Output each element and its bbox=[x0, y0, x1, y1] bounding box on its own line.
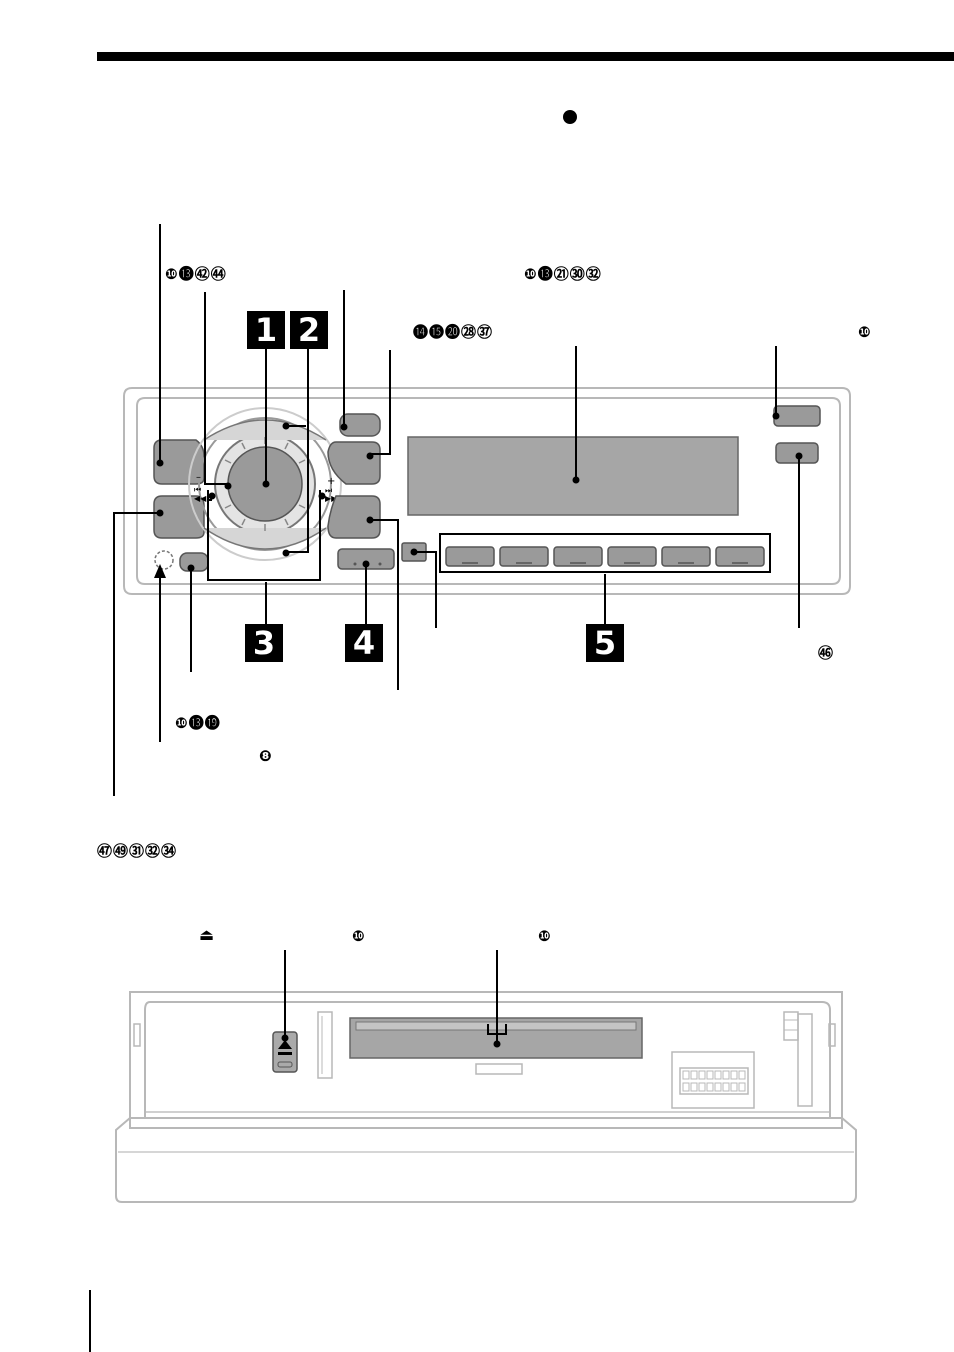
top-small-button bbox=[339, 413, 381, 437]
display-window bbox=[407, 436, 739, 516]
rear-leader-lines bbox=[281, 950, 507, 1048]
eject-icon: ⏏ bbox=[199, 925, 215, 944]
page-ref-top-left: ❿⓭㊷㊹ bbox=[165, 265, 227, 283]
callout-5: 5 bbox=[586, 624, 624, 662]
filled-circle-icon bbox=[563, 110, 577, 124]
callout-4: 4 bbox=[345, 624, 383, 662]
head-unit-outline bbox=[123, 387, 851, 595]
page-edge-rule bbox=[89, 1290, 91, 1352]
top-right-button bbox=[773, 405, 821, 427]
page-ref-center-top: ❿⓭㉑㉚㉜ bbox=[524, 265, 602, 283]
page-ref-display-button: ⓮⓯⓴㉘㊲ bbox=[413, 323, 494, 341]
leader-lines bbox=[113, 224, 803, 796]
right-lower-button bbox=[327, 495, 381, 539]
page-ref-right-low: ㊻ bbox=[818, 644, 835, 662]
callout-1: 1 bbox=[247, 311, 285, 349]
release-button bbox=[775, 442, 819, 464]
header-rule bbox=[97, 52, 954, 61]
panel-rear-diagram bbox=[115, 991, 857, 1203]
callout-2: 2 bbox=[290, 311, 328, 349]
page-ref-bottom-left-b: ❽ bbox=[259, 747, 273, 765]
page-ref-connector: ❿ bbox=[538, 927, 552, 945]
left-upper-button bbox=[153, 439, 205, 485]
reset-dot bbox=[154, 550, 174, 570]
svg-text:⏮: ⏮ bbox=[194, 485, 201, 494]
callout-3-bracket bbox=[207, 490, 321, 581]
svg-text:▶▶: ▶▶ bbox=[325, 494, 338, 503]
svg-text:⏭: ⏭ bbox=[325, 486, 332, 495]
preset-buttons bbox=[445, 546, 765, 567]
preset-group-frame bbox=[439, 533, 771, 573]
page-ref-eject: ❿ bbox=[352, 927, 366, 945]
svg-text:+: + bbox=[327, 476, 335, 487]
page-ref-far-bottom-left: ㊼㊾㉛㉜㉞ bbox=[97, 842, 178, 860]
right-upper-button bbox=[327, 441, 381, 485]
callout-3: 3 bbox=[245, 624, 283, 662]
page-ref-bottom-left-a: ❿⓭⓳ bbox=[175, 714, 221, 732]
svg-text:◀◀: ◀◀ bbox=[194, 494, 207, 503]
svg-text:–: – bbox=[196, 472, 201, 483]
page-ref-top-right: ❿ bbox=[858, 323, 872, 341]
